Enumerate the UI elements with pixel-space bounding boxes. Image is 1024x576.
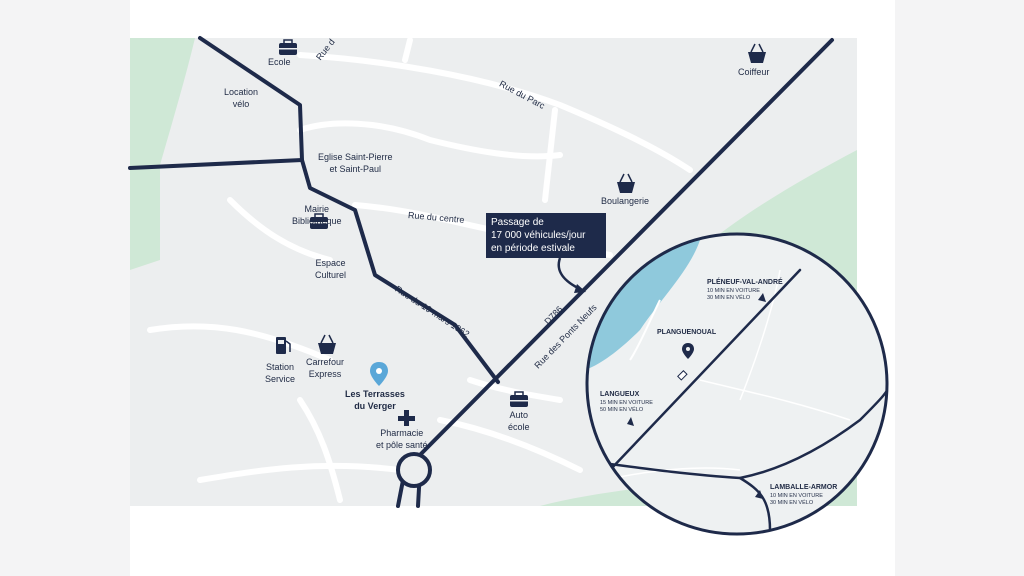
roundabout: [396, 452, 432, 488]
station-service-fuel-pump-icon: [276, 337, 291, 354]
ecole-briefcase-icon: [279, 39, 297, 55]
direction-marker: [758, 293, 766, 302]
poi-label-boulangerie: Boulangerie: [601, 196, 650, 206]
poi-label-ecole: Ecole: [268, 57, 291, 67]
inset-map: [587, 234, 887, 534]
inset-town-lamballe: LAMBALLE-ARMOR: [770, 484, 838, 491]
residence-location-pin-icon: [370, 362, 388, 386]
mairie-briefcase-icon: [310, 213, 328, 229]
inset-border: [585, 232, 889, 536]
pharmacie-medical-cross-icon: [398, 410, 415, 426]
carrefour-basket-icon: [318, 334, 336, 354]
inset-town-pleneuf: PLÉNEUF-VAL-ANDRÉ: [707, 279, 783, 286]
inset-town-langueux: LANGUEUX: [600, 391, 640, 398]
coiffeur-basket-icon: [748, 43, 766, 63]
poi-label-coiffeur: Coiffeur: [738, 67, 770, 77]
park-area-left: [130, 38, 195, 270]
boulangerie-basket-icon: [617, 173, 635, 193]
planguenoual-pin-icon: [682, 343, 694, 359]
auto-ecole-briefcase-icon: [510, 391, 528, 407]
inset-town-planguenoual: PLANGUENOUAL: [657, 329, 717, 336]
